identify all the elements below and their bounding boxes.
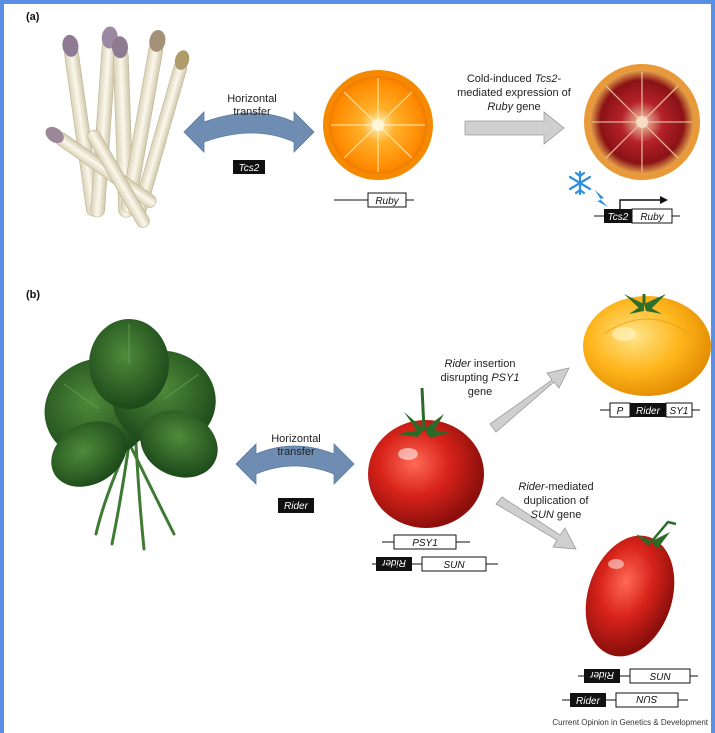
elongated-tomato-image <box>571 522 689 668</box>
tomato-psy1-gene: PSY1 <box>382 535 470 549</box>
panel-a-caption-2: mediated expression of <box>457 87 572 99</box>
elongated-gene-1: Rider SUN <box>578 669 698 683</box>
blood-orange-image <box>584 64 700 180</box>
blood-orange-gene: Tcs2 Ruby <box>594 196 680 223</box>
svg-text:Tcs2: Tcs2 <box>239 163 260 174</box>
yellow-tomato-gene: P Rider SY1 <box>600 403 700 417</box>
svg-text:SY1: SY1 <box>670 406 689 417</box>
panel-b-upper-caption-3: gene <box>468 386 492 398</box>
orange-ruby-gene: Ruby <box>334 193 414 207</box>
panel-b-lower-caption-3: SUN gene <box>531 509 582 521</box>
orange-image <box>323 70 433 180</box>
panel-b-upper-caption-2: disrupting PSY1 <box>441 372 520 384</box>
yellow-tomato-image <box>583 294 711 396</box>
elongated-gene-2: Rider SUN <box>562 693 688 707</box>
asparagus-image <box>42 26 191 230</box>
red-tomato-image <box>368 388 484 528</box>
panel-a-label: (a) <box>26 11 40 23</box>
svg-text:Rider: Rider <box>636 406 661 417</box>
svg-text:SUN: SUN <box>636 693 658 704</box>
svg-text:Ruby: Ruby <box>375 196 399 207</box>
panel-b-upper-caption-1: Rider insertion <box>445 358 516 370</box>
panel-a-caption-3: Ruby gene <box>487 101 540 113</box>
svg-text:PSY1: PSY1 <box>412 538 438 549</box>
panel-b-label: (b) <box>26 289 40 301</box>
panel-a-caption-1: Cold-induced Tcs2- <box>467 73 562 85</box>
svg-text:Ruby: Ruby <box>640 212 664 223</box>
svg-text:SUN: SUN <box>649 672 671 683</box>
panel-b-transfer-label-1: Horizontal <box>271 433 321 445</box>
svg-text:Rider: Rider <box>576 696 601 707</box>
svg-text:Rider: Rider <box>381 557 406 568</box>
figure-panel: (a) Horizont <box>4 4 711 733</box>
svg-text:Rider: Rider <box>589 669 614 680</box>
panel-b-transfer-label-2: transfer <box>277 446 315 458</box>
tomato-rider-sun-gene: Rider SUN <box>372 557 498 571</box>
panel-a-tcs2-badge: Tcs2 <box>233 160 265 174</box>
panel-a-transfer-label-1: Horizontal <box>227 93 277 105</box>
panel-b-rider-badge: Rider <box>278 498 314 513</box>
panel-a-expression-arrow <box>465 112 564 144</box>
panel-b-lower-caption-2: duplication of <box>524 495 590 507</box>
spinach-image <box>30 319 229 549</box>
svg-text:SUN: SUN <box>443 560 465 571</box>
figure-svg: (a) Horizont <box>4 4 711 733</box>
svg-text:Tcs2: Tcs2 <box>608 212 629 223</box>
panel-b-lower-caption-1: Rider-mediated <box>518 481 593 493</box>
credit-text: Current Opinion in Genetics & Developmen… <box>552 718 708 727</box>
svg-text:Rider: Rider <box>284 501 309 512</box>
lightning-icon <box>595 190 608 207</box>
snowflake-icon <box>570 172 590 194</box>
svg-text:P: P <box>617 406 624 417</box>
panel-a-transfer-label-2: transfer <box>233 106 271 118</box>
panel-a-transfer-arrow <box>184 112 314 152</box>
